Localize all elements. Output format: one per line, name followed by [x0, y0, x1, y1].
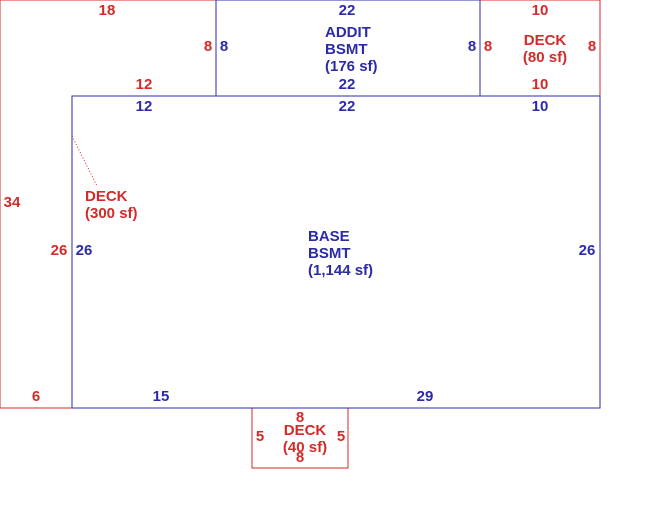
addit-bsmt-area: (176 sf)	[325, 58, 378, 75]
dim-deck-right-left: 8	[483, 38, 493, 55]
dim-base-left: 26	[75, 242, 93, 259]
dim-base-bottom-left: 15	[152, 388, 170, 405]
deck-left-line1: DECK	[85, 188, 128, 205]
deck-bottom-outline	[251, 408, 349, 469]
dim-addit-bottom: 22	[338, 76, 356, 93]
dim-base-top-left: 12	[135, 98, 153, 115]
dim-deck-right-top: 10	[531, 2, 549, 19]
dim-deck-bottom-right: 5	[336, 428, 346, 445]
deck-left-label: DECK (300 sf)	[85, 188, 138, 222]
deck-right-outline	[480, 0, 601, 96]
deck-right-area: (80 sf)	[522, 49, 568, 66]
deck-bottom-line1: DECK	[283, 422, 327, 439]
addit-bsmt-outline	[215, 0, 481, 96]
dim-deck-left-inner-side: 26	[50, 242, 68, 259]
dim-addit-left: 8	[219, 38, 229, 55]
addit-bsmt-label: ADDIT BSMT (176 sf)	[325, 24, 378, 75]
dim-deck-left-bottom: 6	[31, 388, 41, 405]
dim-deck-left-top: 18	[98, 2, 116, 19]
dim-deck-left-notch-side: 8	[203, 38, 213, 55]
dim-addit-right: 8	[467, 38, 477, 55]
dim-deck-bottom-left: 5	[255, 428, 265, 445]
deck-bottom-area: (40 sf)	[282, 439, 328, 456]
base-bsmt-line2: BSMT	[308, 245, 351, 262]
base-bsmt-area: (1,144 sf)	[308, 262, 374, 279]
dim-base-right: 26	[578, 242, 596, 259]
dim-deck-bottom-bottom: 8	[295, 449, 305, 466]
deck-right-label: DECK (80 sf)	[523, 32, 567, 66]
deck-right-line1: DECK	[523, 32, 567, 49]
dim-deck-right-right: 8	[587, 38, 597, 55]
base-bsmt-label: BASE BSMT (1,144 sf)	[308, 228, 373, 279]
deck-left-area: (300 sf)	[85, 205, 138, 222]
dim-addit-top: 22	[338, 2, 356, 19]
base-bsmt-line1: BASE	[308, 228, 350, 245]
dim-base-top-mid: 22	[338, 98, 356, 115]
dim-deck-right-bottom: 10	[531, 76, 549, 93]
addit-bsmt-line1: ADDIT	[325, 24, 371, 41]
dim-deck-left-side: 34	[3, 194, 21, 211]
dim-base-top-right: 10	[531, 98, 549, 115]
dim-base-bottom-right: 29	[416, 388, 434, 405]
addit-bsmt-line2: BSMT	[325, 41, 368, 58]
deck-bottom-label: DECK (40 sf)	[283, 422, 327, 456]
base-bsmt-outline	[71, 95, 601, 409]
dim-deck-bottom-top: 8	[295, 409, 305, 426]
dim-deck-left-inner-top: 12	[135, 76, 153, 93]
deck-left-leader	[71, 135, 98, 187]
